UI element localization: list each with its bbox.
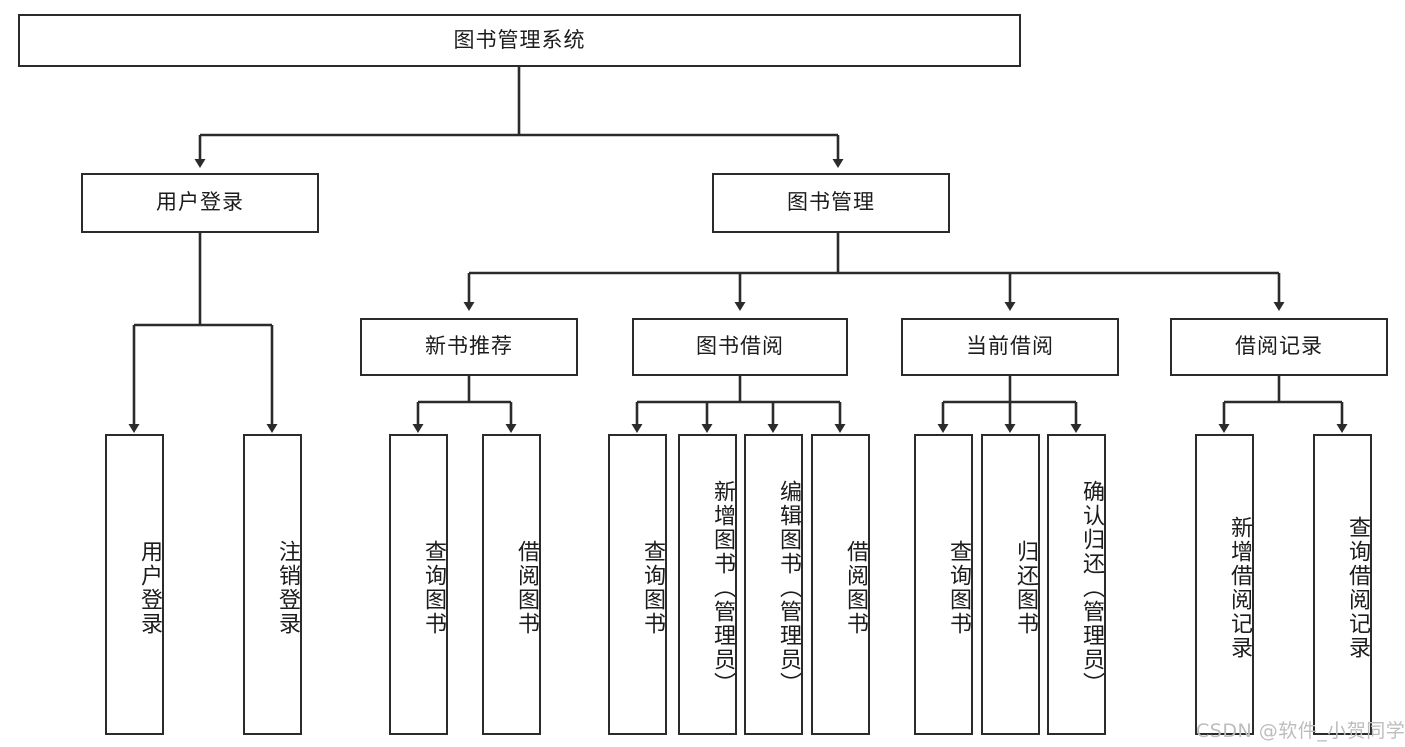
node-book-borrow[interactable]: 图书借阅 (632, 318, 848, 376)
node-user-login[interactable]: 用户登录 (81, 173, 319, 233)
node-root-label: 图书管理系统 (453, 27, 586, 52)
leaf-borrow-book-1[interactable]: 借阅图书 (482, 434, 541, 735)
leaf-borrow-book-1-label: 借阅图书 (514, 539, 539, 636)
leaf-return-book-label: 归还图书 (1013, 539, 1038, 636)
leaf-query-book-1-label: 查询图书 (421, 539, 446, 636)
leaf-return-book[interactable]: 归还图书 (981, 434, 1040, 735)
leaf-query-book-1[interactable]: 查询图书 (389, 434, 448, 735)
leaf-query-book-3-label: 查询图书 (946, 539, 971, 636)
leaf-add-book-label: 新增图书（管理员） (710, 479, 735, 696)
node-current-borrow[interactable]: 当前借阅 (901, 318, 1119, 376)
leaf-query-book-2[interactable]: 查询图书 (608, 434, 667, 735)
node-book-management-label: 图书管理 (787, 190, 875, 215)
node-current-borrow-label: 当前借阅 (966, 334, 1054, 359)
leaf-confirm-return[interactable]: 确认归还（管理员） (1047, 434, 1106, 735)
node-book-management[interactable]: 图书管理 (712, 173, 950, 233)
leaf-add-record[interactable]: 新增借阅记录 (1195, 434, 1254, 735)
node-new-book-recommend-label: 新书推荐 (425, 334, 513, 359)
leaf-user-logout-label: 注销登录 (275, 539, 300, 636)
leaf-edit-book[interactable]: 编辑图书（管理员） (744, 434, 803, 735)
watermark: CSDN @软件_小贺同学 (1196, 720, 1405, 742)
node-root[interactable]: 图书管理系统 (18, 14, 1021, 67)
leaf-query-record[interactable]: 查询借阅记录 (1313, 434, 1372, 735)
leaf-edit-book-label: 编辑图书（管理员） (776, 479, 801, 696)
leaf-confirm-return-label: 确认归还（管理员） (1079, 479, 1104, 696)
node-new-book-recommend[interactable]: 新书推荐 (360, 318, 578, 376)
leaf-borrow-book-2[interactable]: 借阅图书 (811, 434, 870, 735)
leaf-user-login[interactable]: 用户登录 (105, 434, 164, 735)
leaf-query-book-3[interactable]: 查询图书 (914, 434, 973, 735)
leaf-query-record-label: 查询借阅记录 (1345, 515, 1370, 660)
node-user-login-label: 用户登录 (156, 190, 244, 215)
leaf-user-logout[interactable]: 注销登录 (243, 434, 302, 735)
leaf-add-book[interactable]: 新增图书（管理员） (678, 434, 737, 735)
leaf-user-login-label: 用户登录 (137, 539, 162, 636)
node-book-borrow-label: 图书借阅 (696, 334, 784, 359)
leaf-query-book-2-label: 查询图书 (640, 539, 665, 636)
node-borrow-record-label: 借阅记录 (1235, 334, 1323, 359)
leaf-add-record-label: 新增借阅记录 (1227, 515, 1252, 660)
leaf-borrow-book-2-label: 借阅图书 (843, 539, 868, 636)
node-borrow-record[interactable]: 借阅记录 (1170, 318, 1388, 376)
